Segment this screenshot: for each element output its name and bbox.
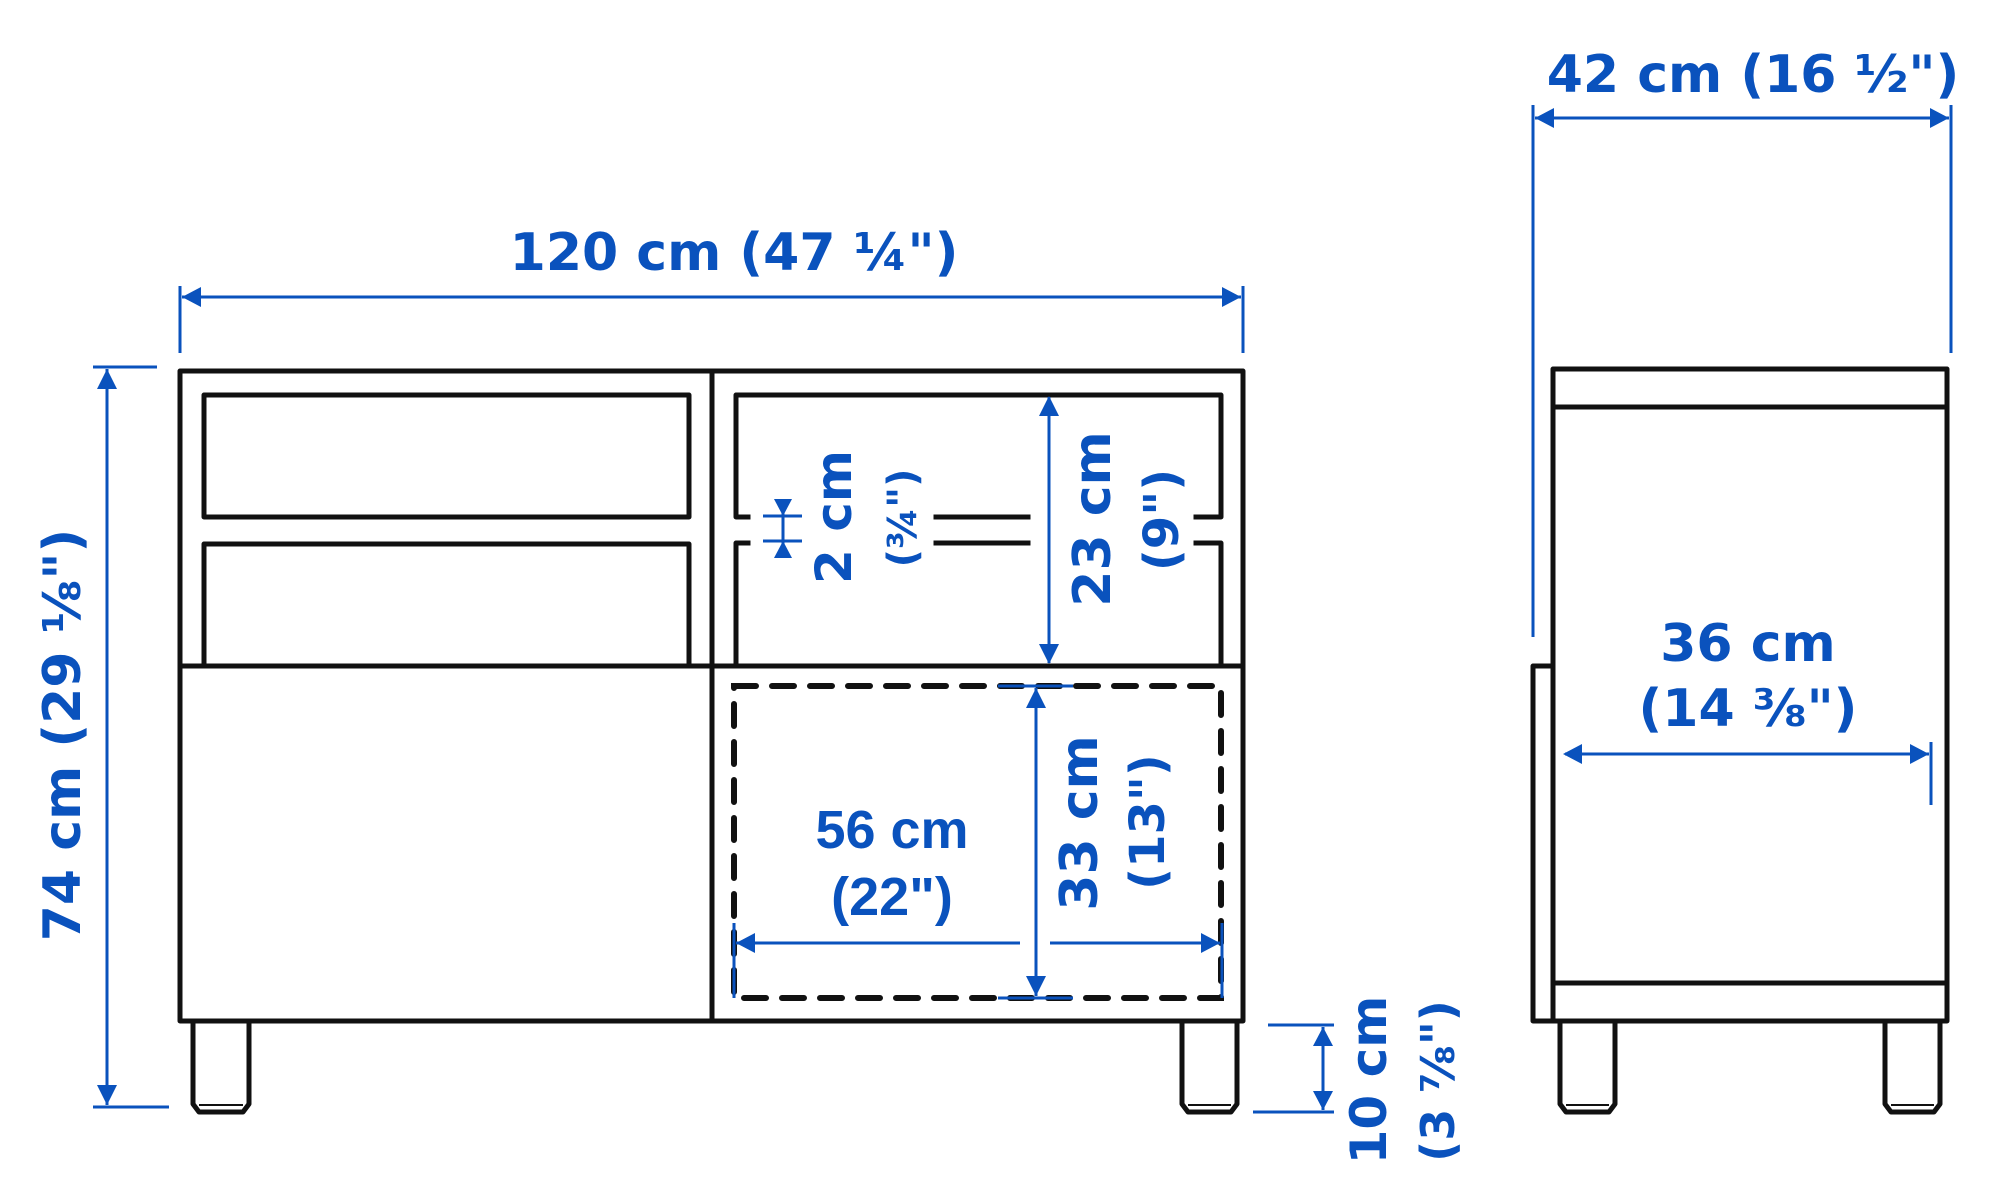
compartment-height-in-label: (13") [1120,754,1176,890]
compartment-height-cm-label: 33 cm [1050,735,1110,910]
drawer-height-in-label: (9") [1134,469,1190,571]
leg-front-left [190,1018,252,1115]
drawer-left-top [201,392,692,520]
arrow-down-icon [1313,1091,1333,1110]
dimension-width: 120 cm (47 ¼") [178,223,1245,353]
arrow-down-icon [1026,976,1046,996]
arrow-left-icon [1535,108,1554,128]
arrow-left-icon [1563,744,1582,764]
side-panel [1550,366,1950,1024]
inner-depth-in-label: (14 ⅜") [1639,679,1858,739]
drawer-left-bottom [201,541,692,669]
arrow-up-icon [1039,396,1059,416]
arrow-up-icon [97,369,117,389]
arrow-up-icon [774,541,792,558]
dimension-inner-depth: 36 cm (14 ⅜") [1563,614,1933,805]
drawer-gap-in-label: (¾") [880,469,926,568]
dimension-height: 74 cm (29 ⅛") [33,365,169,1109]
arrow-down-icon [1039,644,1059,664]
height-label: 74 cm (29 ⅛") [33,529,93,942]
drawer-right-bottom-right [1193,540,1224,669]
dimension-drawer-height: 23 cm (9") [1039,396,1190,664]
leg-height-in-label: (3 ⅞") [1411,1000,1465,1162]
drawer-gap-cm-label: 2 cm [805,450,863,584]
dimension-leg-height: 10 cm (3 ⅞") [1253,996,1465,1165]
arrow-up-icon [1026,688,1046,708]
dimension-depth: 42 cm (16 ½") [1531,45,1960,637]
drawer-right-top [733,392,1224,520]
leg-front-right [1179,1018,1240,1115]
side-view [1530,366,1950,1115]
depth-label: 42 cm (16 ½") [1547,45,1960,105]
arrow-up-icon [1313,1027,1333,1046]
arrow-down-icon [97,1085,117,1105]
arrow-right-icon [1222,287,1241,307]
arrow-right-icon [1930,108,1949,128]
dimension-compartment-height: 33 cm (13") [998,684,1176,1000]
leg-side-back [1882,1018,1943,1115]
drawer-height-cm-label: 23 cm [1063,431,1123,606]
inner-depth-cm-label: 36 cm [1660,614,1835,674]
arrow-down-icon [774,499,792,516]
dimension-drawer-gap: 2 cm (¾") [763,450,926,584]
width-label: 120 cm (47 ¼") [510,223,959,283]
front-view [177,368,1246,1115]
dimension-compartment-width: 56 cm (22") [732,800,1224,998]
compartment-width-in-label: (22") [831,867,953,927]
arrow-right-icon [1910,744,1929,764]
leg-height-cm-label: 10 cm [1340,996,1398,1165]
arrow-left-icon [182,287,201,307]
leg-side-front [1557,1018,1618,1115]
compartment-width-cm-label: 56 cm [815,800,968,860]
compartment-outline [731,683,1224,1001]
side-door-edge [1530,663,1556,1024]
arrow-left-icon [736,933,755,953]
arrow-right-icon [1201,933,1220,953]
drawer-right-bottom-left [733,540,751,669]
